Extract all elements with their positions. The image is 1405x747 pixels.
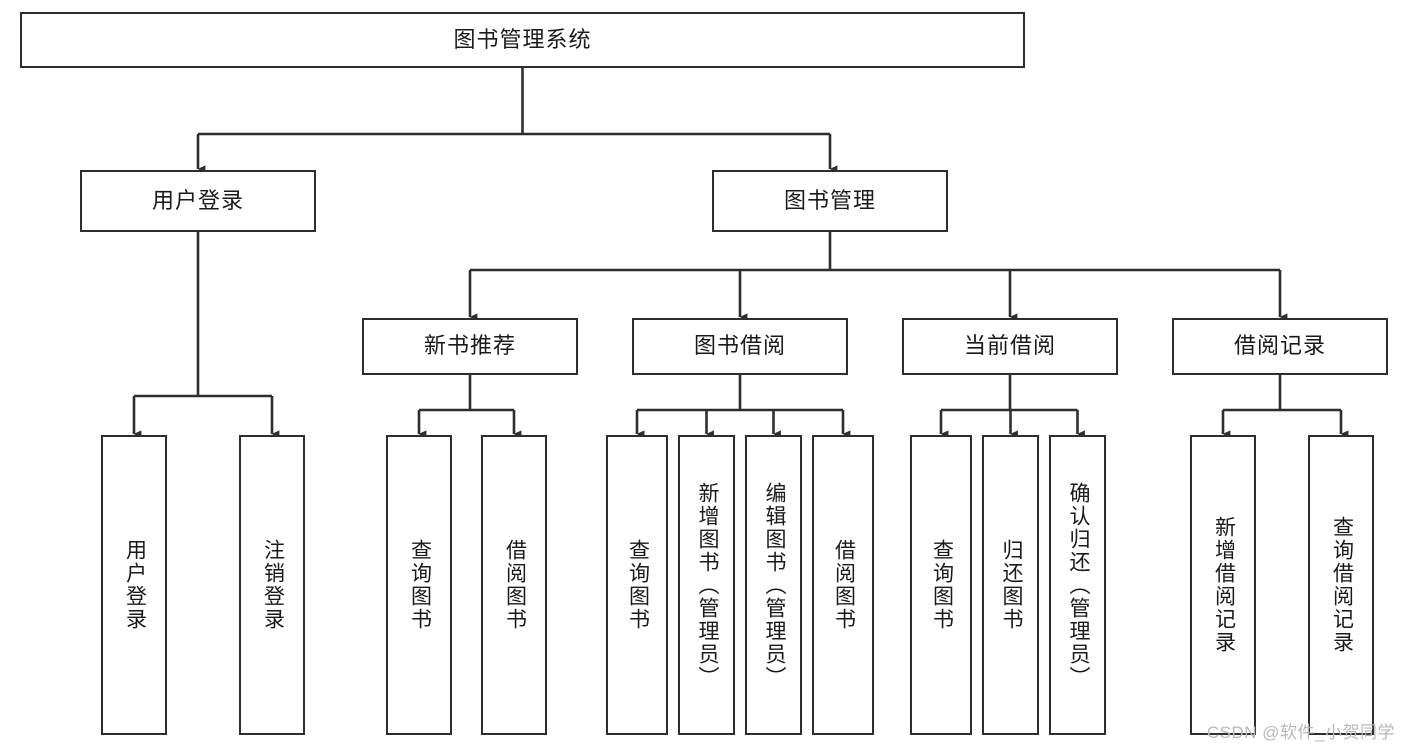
node-label: 新增图书（管理员） — [695, 481, 719, 689]
node-label: 用户登录 — [151, 187, 244, 213]
node-l-logout[interactable]: 注销登录 — [239, 435, 305, 735]
node-label: 图书借阅 — [693, 333, 786, 359]
node-label: 图书管理 — [783, 187, 876, 213]
node-r-query[interactable]: 查询借阅记录 — [1308, 435, 1374, 735]
node-label: 借阅图书 — [832, 539, 856, 631]
node-b-query[interactable]: 查询图书 — [606, 435, 668, 735]
node-c-query[interactable]: 查询图书 — [910, 435, 972, 735]
node-b-add[interactable]: 新增图书（管理员） — [678, 435, 735, 735]
node-b-edit[interactable]: 编辑图书（管理员） — [745, 435, 802, 735]
node-label: 注销登录 — [261, 539, 285, 631]
watermark-credit: CSDN @软件_小贺同学 — [1206, 723, 1395, 742]
node-bookmgmt[interactable]: 图书管理 — [712, 170, 948, 232]
node-records[interactable]: 借阅记录 — [1172, 318, 1388, 375]
node-label: 查询图书 — [930, 539, 954, 631]
node-label: 确认归还（管理员） — [1066, 481, 1090, 689]
node-l-login[interactable]: 用户登录 — [101, 435, 167, 735]
node-label: 查询借阅记录 — [1330, 516, 1354, 654]
node-b-borrow[interactable]: 借阅图书 — [812, 435, 874, 735]
node-label: 查询图书 — [626, 539, 650, 631]
node-borrow[interactable]: 图书借阅 — [632, 318, 848, 375]
node-c-confirm[interactable]: 确认归还（管理员） — [1049, 435, 1106, 735]
node-label: 借阅记录 — [1233, 333, 1326, 359]
node-c-return[interactable]: 归还图书 — [982, 435, 1039, 735]
node-root[interactable]: 图书管理系统 — [20, 12, 1025, 68]
node-label: 图书管理系统 — [453, 26, 592, 52]
node-label: 新增借阅记录 — [1212, 516, 1236, 654]
node-current[interactable]: 当前借阅 — [902, 318, 1118, 375]
node-label: 借阅图书 — [503, 539, 527, 631]
node-newbook[interactable]: 新书推荐 — [362, 318, 578, 375]
node-label: 当前借阅 — [963, 333, 1056, 359]
node-label: 归还图书 — [999, 539, 1023, 631]
node-label: 编辑图书（管理员） — [762, 481, 786, 689]
node-label: 用户登录 — [123, 539, 147, 631]
node-n-borrow[interactable]: 借阅图书 — [481, 435, 547, 735]
node-r-add[interactable]: 新增借阅记录 — [1190, 435, 1256, 735]
node-n-query[interactable]: 查询图书 — [386, 435, 452, 735]
node-login[interactable]: 用户登录 — [80, 170, 316, 232]
node-label: 查询图书 — [408, 539, 432, 631]
node-label: 新书推荐 — [423, 333, 516, 359]
